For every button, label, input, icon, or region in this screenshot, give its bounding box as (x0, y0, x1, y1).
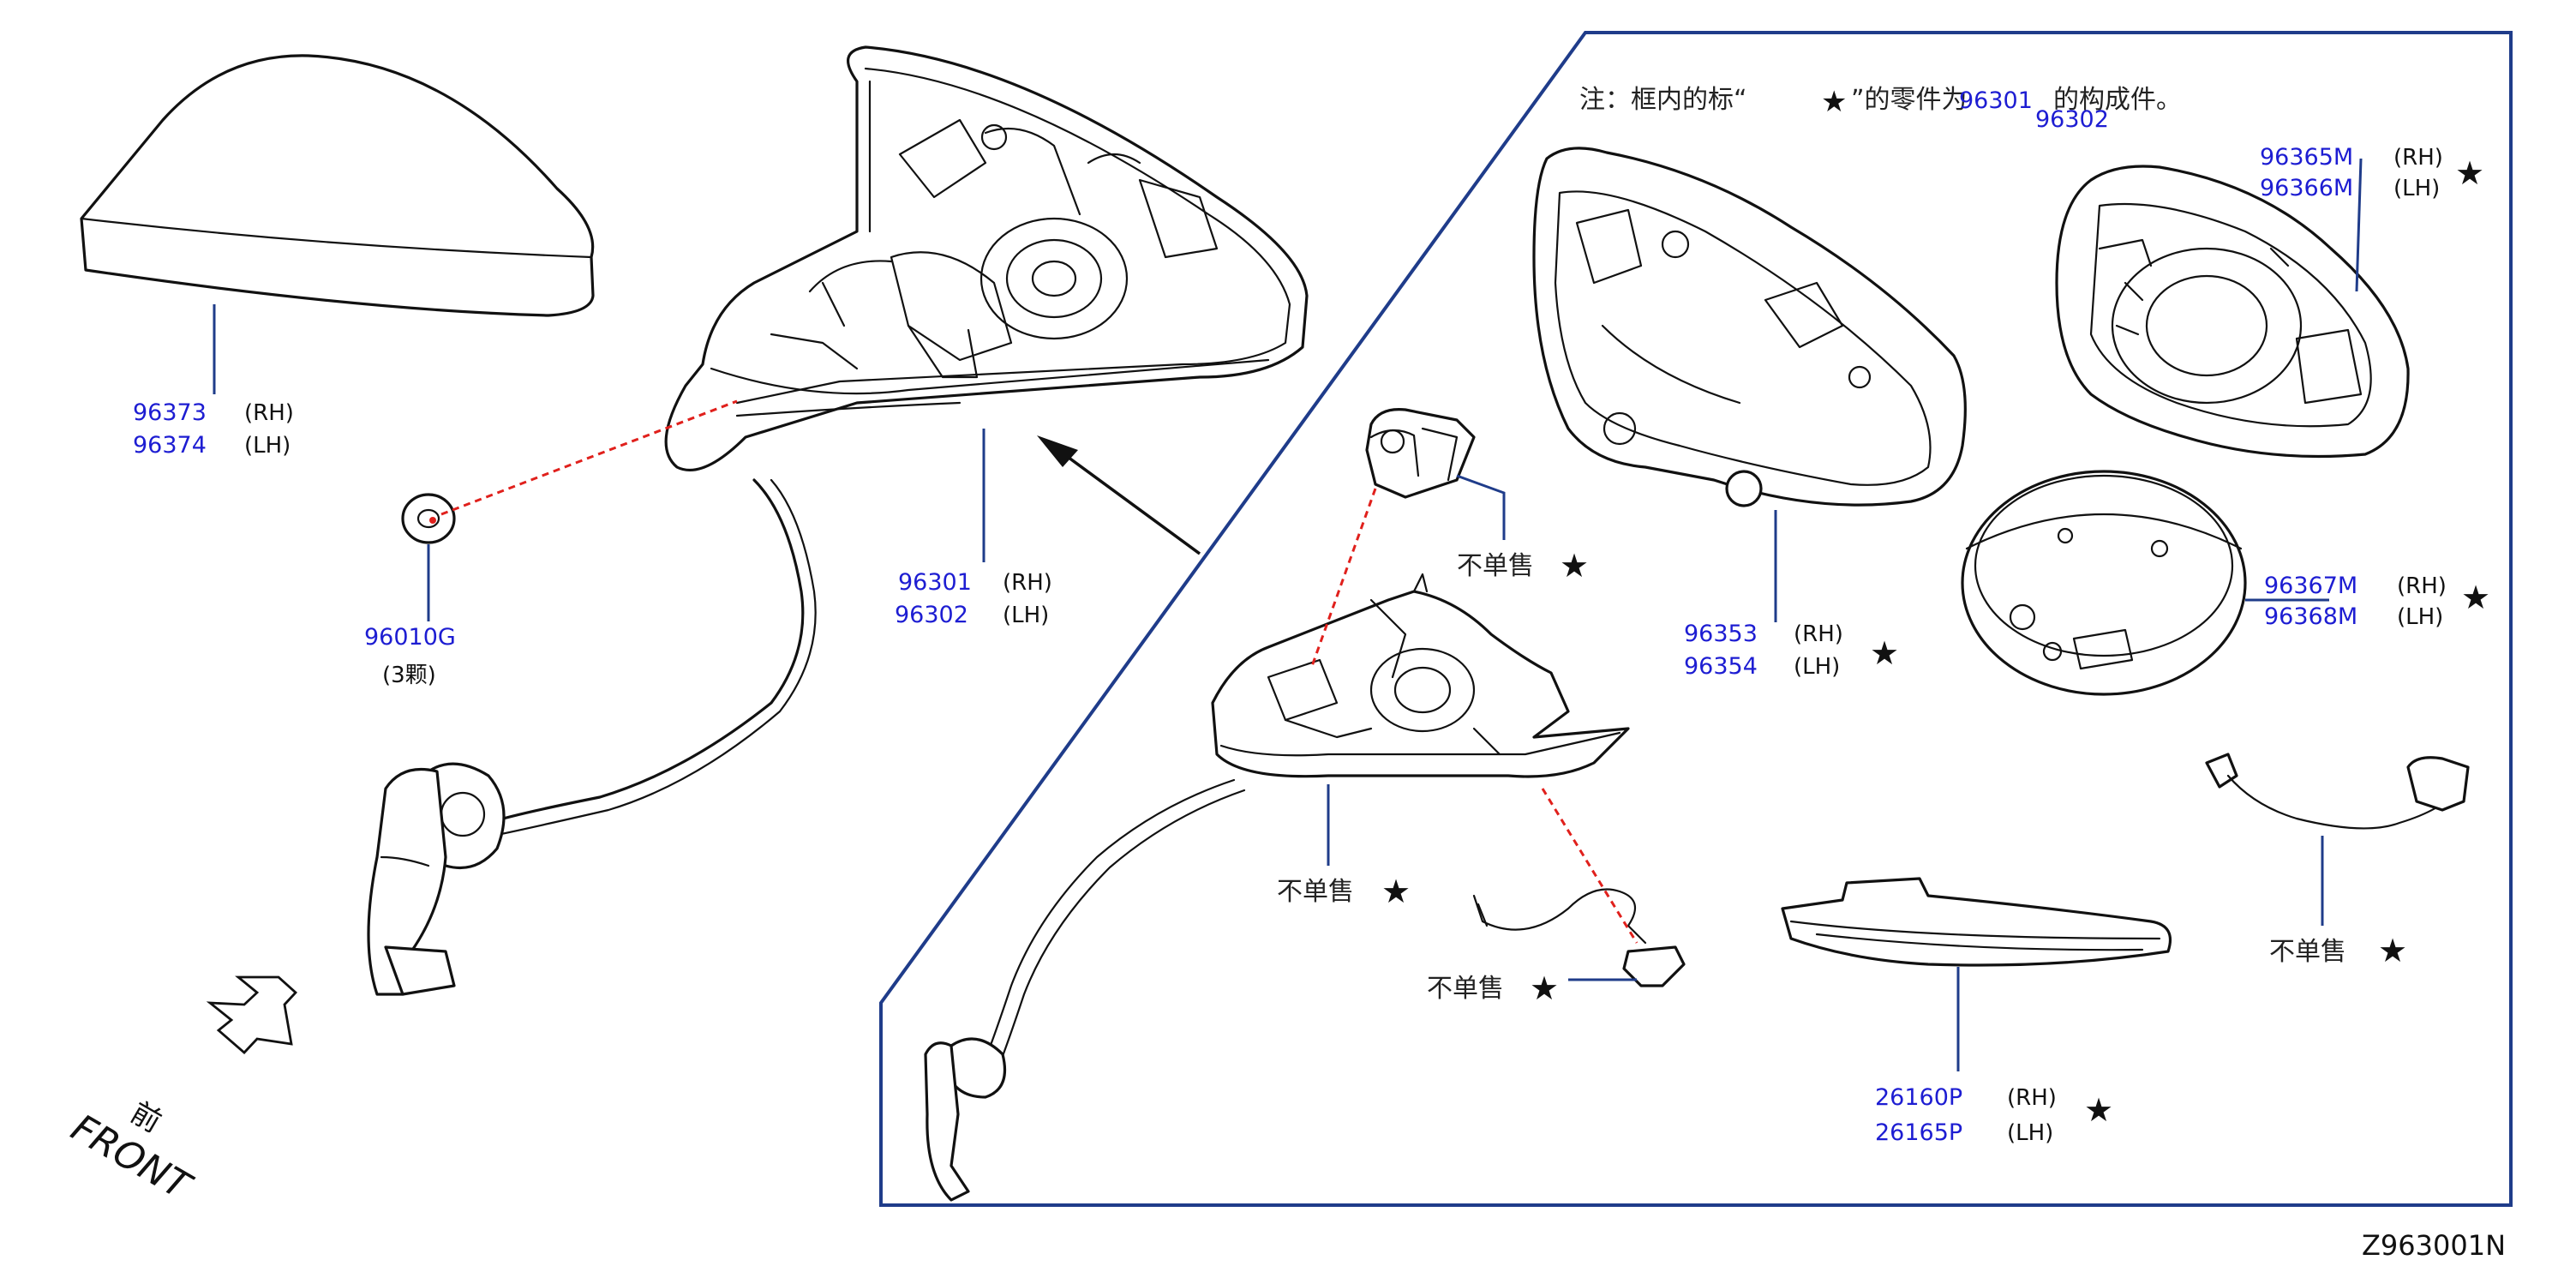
mirror-body-inner (924, 573, 1630, 1202)
assy-part-rh[interactable]: 96301 (898, 569, 972, 596)
star-icon-housing: ★ (1870, 634, 1899, 672)
clip-harness (1472, 888, 1686, 987)
housing-part-rh[interactable]: 96353 (1684, 621, 1758, 647)
actuator-part-rh[interactable]: 96367M (2264, 573, 2357, 599)
note-prefix: 注：框内的标“ (1579, 85, 1747, 115)
lamp-part-lh[interactable]: 26165P (1875, 1119, 1962, 1146)
note-middle: ”的零件为 (1851, 85, 1968, 115)
assy-part-lh[interactable]: 96302 (895, 602, 968, 628)
lamp-side-lh: (LH) (2007, 1120, 2053, 1146)
star-icon-harness: ★ (2378, 932, 2407, 969)
cover-part-lh[interactable]: 96374 (133, 432, 207, 459)
glass-side-rh: (RH) (2393, 145, 2443, 171)
star-icon-glass: ★ (2455, 154, 2484, 192)
diagram-id: Z963001N (2362, 1229, 2506, 1262)
note-part-alt[interactable]: 96302 (2035, 106, 2109, 133)
grommet-part[interactable]: 96010G (364, 624, 456, 651)
mirror-housing (1532, 147, 1967, 507)
lamp-harness (2205, 753, 2470, 830)
star-icon-connector: ★ (1560, 547, 1589, 585)
note-part-number[interactable]: 96301 (1959, 87, 2033, 114)
star-icon-actuator: ★ (2461, 579, 2490, 616)
svg-text:注：框内的标“: 注：框内的标“ (1579, 85, 1747, 115)
grommet (401, 493, 456, 544)
mirror-assembly (367, 45, 1309, 996)
subassembly-frame (879, 31, 2513, 1207)
mirror-cover (80, 54, 595, 317)
mirror-glass (2055, 165, 2410, 459)
front-arrow-icon (206, 975, 297, 1054)
lamp-part-rh[interactable]: 26160P (1875, 1084, 1962, 1111)
actuator-side-lh: (LH) (2397, 604, 2443, 630)
motor-connector (1365, 408, 1476, 499)
callout-arrow (1037, 435, 1201, 555)
actuator-part-lh[interactable]: 96368M (2264, 603, 2357, 630)
housing-side-lh: (LH) (1794, 654, 1840, 680)
note-star-icon: ★ (1821, 85, 1847, 119)
turn-lamp (1781, 877, 2172, 967)
housing-part-lh[interactable]: 96354 (1684, 653, 1758, 680)
notsold-label-clip: 不单售 (1427, 974, 1504, 1004)
notsold-label-body: 不单售 (1277, 877, 1354, 907)
cover-side-lh: (LH) (244, 433, 291, 459)
notsold-label-harness: 不单售 (2269, 937, 2346, 967)
glass-part-lh[interactable]: 96366M (2260, 175, 2353, 201)
mirror-actuator (1961, 470, 2247, 696)
star-icon-lamp: ★ (2084, 1091, 2113, 1129)
star-icon-clip: ★ (1530, 969, 1559, 1007)
glass-part-rh[interactable]: 96365M (2260, 144, 2353, 171)
actuator-side-rh: (RH) (2397, 573, 2447, 599)
assy-side-lh: (LH) (1003, 603, 1049, 628)
lamp-side-rh: (RH) (2007, 1085, 2057, 1111)
grommet-qty: (3颗) (382, 663, 436, 688)
cover-side-rh: (RH) (244, 400, 294, 426)
cover-part-rh[interactable]: 96373 (133, 399, 207, 426)
housing-side-rh: (RH) (1794, 621, 1843, 647)
star-icon-body: ★ (1381, 873, 1411, 910)
notsold-label-connector: 不单售 (1457, 551, 1534, 581)
assy-side-rh: (RH) (1003, 570, 1052, 596)
glass-side-lh: (LH) (2393, 176, 2440, 201)
note-suffix: 的构成件。 (2053, 85, 2182, 115)
